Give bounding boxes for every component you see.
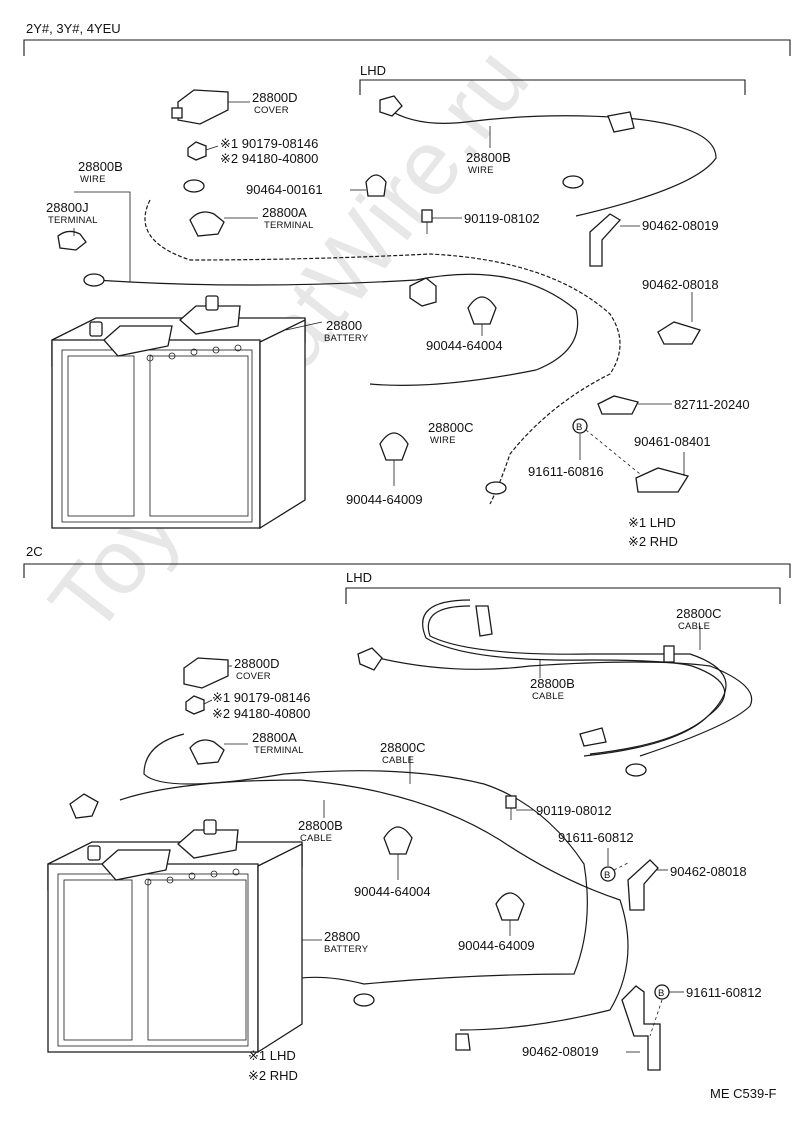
part-number-94180-40800: ※2 94180-40800 (220, 151, 318, 166)
part-number-28800j: 28800J (46, 200, 89, 215)
part-number-28800b-lhd2: 28800B (530, 676, 575, 691)
part-desc-terminal-2: TERMINAL (254, 745, 304, 756)
part-number-28800a: 28800A (262, 205, 307, 220)
section-1-lhd-label: LHD (360, 63, 386, 78)
part-number-90119-08102: 90119-08102 (464, 211, 540, 226)
part-desc-wire-c: WIRE (430, 435, 456, 446)
part-number-28800c-lhd: 28800C (676, 606, 722, 621)
bracket-82711 (597, 395, 639, 415)
legend-rhd: ※2 RHD (628, 534, 678, 549)
battery-2 (47, 819, 303, 1054)
battery-wire-path (95, 273, 579, 386)
part-number-28800c-2: 28800C (380, 740, 426, 755)
section-1-bracket (23, 39, 791, 56)
clamp-90044-64009 (379, 432, 409, 461)
b-marker-circle-2 (600, 866, 616, 882)
part-number-90044-64004: 90044-64004 (426, 338, 503, 353)
part-number-28800b-wire: 28800B (78, 159, 123, 174)
cable-28800c (143, 733, 588, 1005)
part-number-90462-08019: 90462-08019 (642, 218, 719, 233)
bracket-90462-08019-2 (621, 985, 661, 1071)
battery-1 (51, 295, 306, 530)
bracket-90462-08018 (657, 321, 701, 345)
part-number-28800-battery: 28800 (326, 318, 362, 333)
clamp-90044-64004 (467, 296, 497, 325)
section-2: 2C LHD 28800C CABLE 28800B CABLE 28800D … (23, 544, 791, 1083)
part-number-28800b-lhd: 28800B (466, 150, 511, 165)
lhd-wire-terminal (379, 95, 403, 117)
part-number-28800b-2: 28800B (298, 818, 343, 833)
part-number-91611-60812-a: 91611-60812 (558, 830, 634, 845)
part-number-90044-64004-2: 90044-64004 (354, 884, 431, 899)
part-number-90464-00161: 90464-00161 (246, 182, 323, 197)
part-number-90462-08018-2: 90462-08018 (670, 864, 747, 879)
figure-code: ME C539-F (710, 1086, 777, 1101)
nut-part (187, 141, 207, 161)
section-2-header: 2C (26, 544, 43, 559)
bracket-90462-08019 (589, 213, 622, 267)
section-1-header: 2Y#, 3Y#, 4YEU (26, 21, 121, 36)
section-2-bracket (23, 563, 791, 578)
part-desc-wire-lhd: WIRE (468, 165, 494, 176)
part-desc-cover: COVER (254, 105, 289, 116)
bracket-90462-08018-2 (627, 859, 659, 911)
b-marker-2: B (604, 870, 611, 881)
part-number-91611-60816: 91611-60816 (528, 464, 604, 479)
part-desc-terminal: TERMINAL (48, 215, 98, 226)
section-2-lhd-bracket (345, 587, 781, 604)
part-number-90119-08012: 90119-08012 (536, 803, 612, 818)
part-number-90462-08019-2: 90462-08019 (522, 1044, 599, 1059)
part-desc-battery-2: BATTERY (324, 944, 369, 955)
part-desc-wire: WIRE (80, 174, 106, 185)
cover-part (171, 89, 229, 125)
section-1: 2Y#, 3Y#, 4YEU LHD 28800D COVER (23, 21, 791, 549)
part-number-28800-battery-2: 28800 (324, 929, 360, 944)
part-number-82711-20240: 82711-20240 (674, 397, 750, 412)
bolt-part (421, 209, 433, 223)
nut-part-2 (185, 695, 205, 715)
part-desc-cable-b-lhd: CABLE (532, 691, 564, 702)
b-marker-3: B (658, 988, 665, 999)
part-number-28800c-wire: 28800C (428, 420, 474, 435)
part-number-28800a-2: 28800A (252, 730, 297, 745)
part-desc-terminal-a: TERMINAL (264, 220, 314, 231)
part-number-28800d: 28800D (252, 90, 298, 105)
cable-28800b (119, 779, 629, 1031)
terminal-a-part-2 (189, 739, 225, 765)
terminal-a-part (189, 211, 225, 237)
part-desc-cover-2: COVER (236, 671, 271, 682)
section-2-lhd-label: LHD (346, 570, 372, 585)
part-number-90044-64009-2: 90044-64009 (458, 938, 535, 953)
bolt-part-2 (505, 795, 517, 809)
part-number-90179-08146: ※1 90179-08146 (220, 136, 318, 151)
legend-rhd-2: ※2 RHD (248, 1068, 298, 1083)
part-number-90461-08401: 90461-08401 (634, 434, 711, 449)
part-desc-cable-lhd: CABLE (678, 621, 710, 632)
part-desc-battery: BATTERY (324, 333, 369, 344)
part-number-94180-40800-2: ※2 94180-40800 (212, 706, 310, 721)
part-desc-cable-c-2: CABLE (382, 755, 414, 766)
part-desc-cable-b-2: CABLE (300, 833, 332, 844)
section-1-lhd-bracket (359, 79, 746, 95)
b-marker: B (576, 422, 583, 433)
lhd-cable-28800b (369, 655, 753, 757)
cover-part-2 (183, 657, 229, 689)
bracket-90461 (635, 467, 690, 493)
part-number-90462-08018: 90462-08018 (642, 277, 719, 292)
clamp-90044-64009-2 (495, 892, 525, 921)
part-number-91611-60812-b: 91611-60812 (686, 985, 762, 1000)
b-marker-circle (572, 418, 588, 434)
part-number-90179-08146-2: ※1 90179-08146 (212, 690, 310, 705)
legend-lhd: ※1 LHD (628, 515, 676, 530)
clamp-90044-64004-2 (383, 826, 413, 855)
clamp-part (365, 174, 387, 197)
part-number-90044-64009: 90044-64009 (346, 492, 423, 507)
legend-lhd-2: ※1 LHD (248, 1048, 296, 1063)
part-number-28800d-2: 28800D (234, 656, 280, 671)
terminal-j-part (57, 230, 87, 251)
